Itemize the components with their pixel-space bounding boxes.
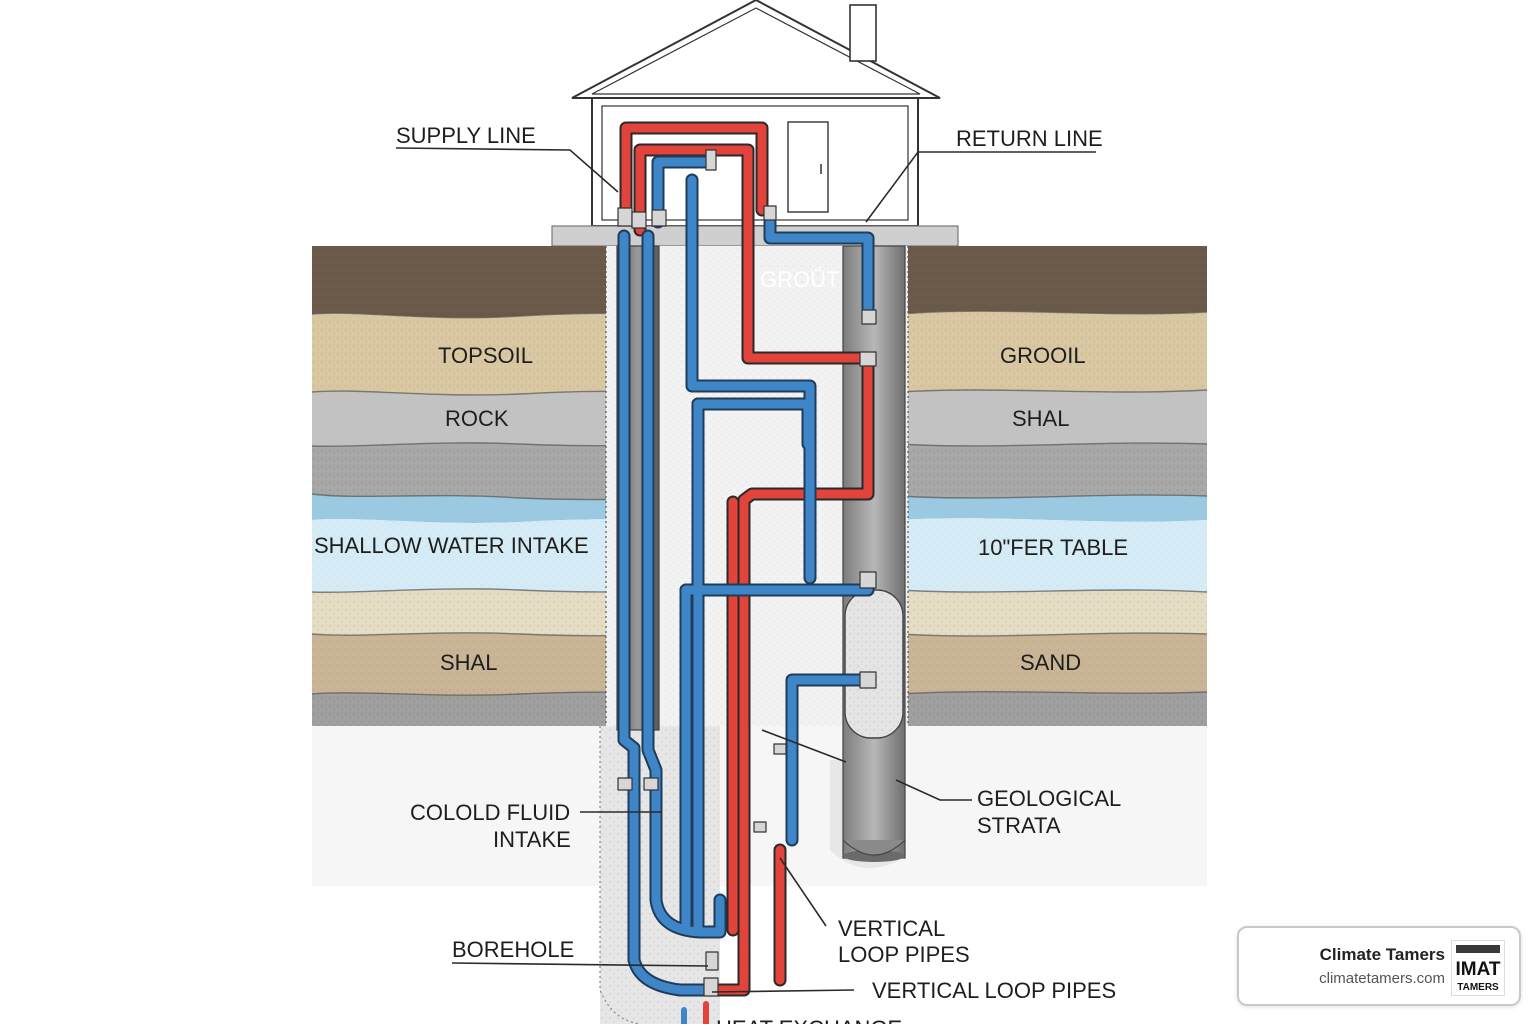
fitting [617,777,633,791]
supply-line-label: SUPPLY LINE [396,123,536,148]
chimney [849,4,877,62]
shal-left-label: SHAL [440,650,497,675]
loop-pipes [617,121,877,1027]
heat-exchange-label: HEAT EXCHANGE [716,1016,902,1024]
fitting [703,977,719,997]
fitting [859,571,877,589]
fitting [705,951,719,971]
fitting [859,351,877,367]
fitting [651,209,667,227]
cold-fluid-label-line1: COLOLD FLUID [410,800,570,825]
borehole-label: BOREHOLE [452,937,574,962]
geological-strata-label-line1: GEOLOGICAL [977,786,1121,811]
fitting [763,205,777,221]
right-well-tube [842,245,906,862]
vertical-loop-label-line2: LOOP PIPES [838,942,970,967]
climate-tamers-logo-icon: IMAT TAMERS [1451,940,1505,996]
fer-table-label: 10"FER TABLE [978,535,1128,560]
house [571,0,941,227]
rock-label: ROCK [445,406,509,431]
leader-lines [395,147,1096,993]
sand-label: SAND [1020,650,1081,675]
watermark-badge: Climate Tamers climatetamers.com IMAT TA… [1237,926,1521,1006]
vertical-loop-pipes-label: VERTICAL LOOP PIPES [872,978,1116,1003]
foundation-slab [551,225,959,247]
house-door [787,121,829,213]
return-line-label: RETURN LINE [956,126,1103,151]
watermark-name: Climate Tamers [1319,945,1445,964]
fitting [705,149,717,171]
fitting [773,743,787,755]
watermark-url: climatetamers.com [1319,970,1445,987]
cold-fluid-label-line2: INTAKE [493,827,571,852]
fitting [617,207,633,227]
grout-label: GROǗT [760,267,839,292]
fitting [859,671,877,689]
geological-strata [311,246,1208,886]
shallow-water-intake-label: SHALLOW WATER INTAKE [314,533,589,558]
fitting [861,309,877,325]
svg-text:IMAT: IMAT [1455,959,1500,980]
svg-text:TAMERS: TAMERS [1457,982,1499,993]
fitting [753,821,767,833]
fitting [643,777,659,791]
geological-strata-label-line2: STRATA [977,813,1061,838]
vertical-loop-label-line1: VERTICAL [838,916,945,941]
shal-right-label: SHAL [1012,406,1069,431]
grooil-label: GROOIL [1000,343,1086,368]
fitting [631,211,647,229]
topsoil-label: TOPSOIL [438,343,533,368]
